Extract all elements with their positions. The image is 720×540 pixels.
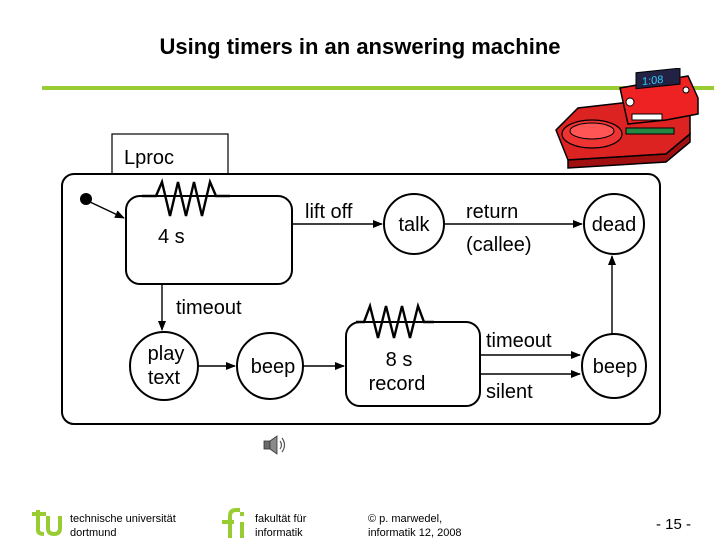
timer-label-4s: 4 s xyxy=(158,226,185,248)
beep1-label: beep xyxy=(251,356,296,378)
silent-label: silent xyxy=(486,381,533,403)
footer-copyright-line2: informatik 12, 2008 xyxy=(368,527,462,539)
timeout1-label: timeout xyxy=(176,297,242,319)
play-label-line1: play xyxy=(148,343,185,365)
speaker-icon[interactable] xyxy=(262,434,288,456)
process-boundary xyxy=(61,173,661,425)
initial-transition xyxy=(89,201,125,219)
tu-logo-icon xyxy=(32,510,62,537)
process-label: Lproc xyxy=(124,147,174,169)
slide-title: Using timers in an answering machine xyxy=(159,34,561,59)
page-number: - 15 - xyxy=(656,516,692,533)
fi-logo-icon xyxy=(222,508,244,538)
process-label-box xyxy=(111,133,229,175)
talk-label: talk xyxy=(398,214,430,236)
return-label: return xyxy=(466,201,518,223)
beep2-label: beep xyxy=(593,356,638,378)
lift-off-label: lift off xyxy=(305,201,353,223)
resistor-symbol-8s xyxy=(356,301,434,339)
timer-state-4s xyxy=(125,195,293,285)
callee-label: (callee) xyxy=(466,234,532,256)
record-label-line2: record xyxy=(369,373,426,395)
footer-faculty-line1: fakultät für xyxy=(255,513,307,525)
footer-copyright: © p. marwedel, informatik 12, 2008 xyxy=(368,512,462,540)
answering-machine-icon: 1:08 xyxy=(555,68,699,169)
title-divider xyxy=(42,86,714,90)
state-dead xyxy=(583,193,645,255)
state-beep-2 xyxy=(581,333,647,399)
footer-faculty: fakultät für informatik xyxy=(255,512,306,540)
initial-state xyxy=(80,193,92,205)
footer-faculty-line2: informatik xyxy=(255,527,303,539)
record-label-line1: 8 s xyxy=(386,349,413,371)
play-label-line2: text xyxy=(148,367,181,389)
footer-university: technische universität dortmund xyxy=(70,512,176,540)
footer-copyright-line1: © p. marwedel, xyxy=(368,513,443,525)
footer-university-line2: dortmund xyxy=(70,527,117,539)
timeout2-label: timeout xyxy=(486,330,552,352)
dead-label: dead xyxy=(592,214,637,236)
resistor-symbol-4s xyxy=(142,178,230,217)
footer-university-line1: technische universität xyxy=(70,513,176,525)
svg-text:1:08: 1:08 xyxy=(642,74,663,88)
